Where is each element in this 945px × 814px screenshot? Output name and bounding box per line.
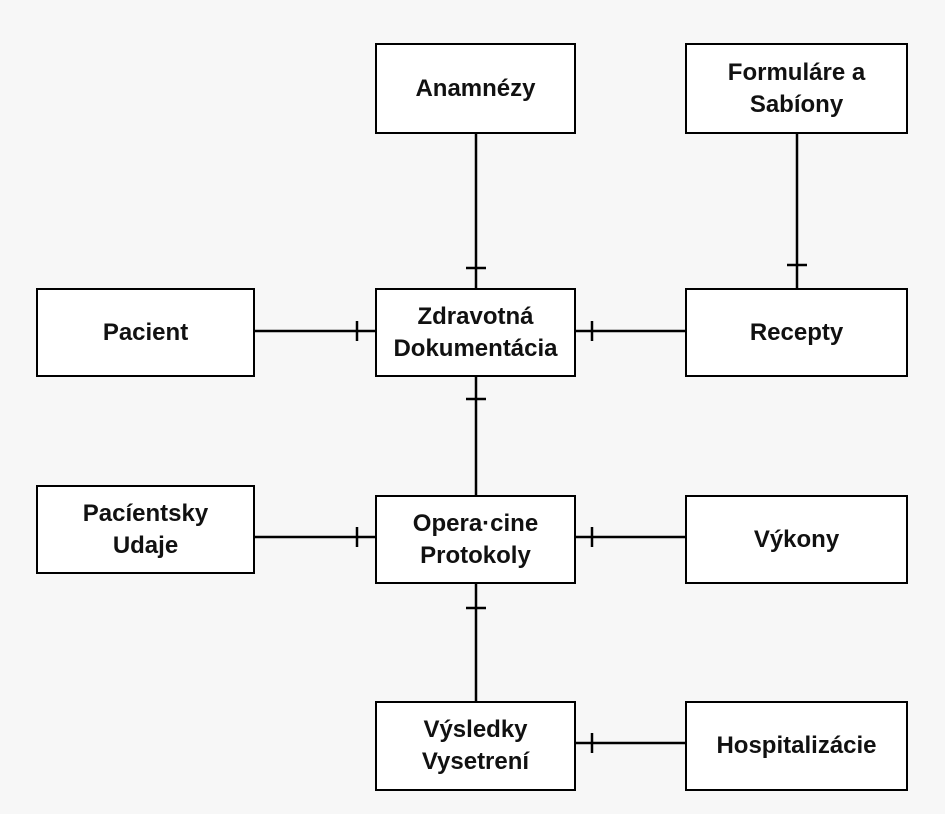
entity-pacient: Pacient bbox=[36, 288, 255, 377]
edge-operacne-zdravotna bbox=[466, 377, 486, 495]
entity-label: Pacient bbox=[102, 318, 189, 346]
edge-hospitalizacie-vysledky bbox=[576, 733, 685, 753]
entity-label-line-2: Udaje bbox=[112, 531, 179, 559]
entity-label-line-2: Dokumentácia bbox=[393, 334, 558, 362]
entity-formulare-a-sabiony: Formuláre a Sabíony bbox=[685, 43, 908, 134]
entity-recepty: Recepty bbox=[685, 288, 908, 377]
entity-vysledky-vysetreni: Výsledky Vysetrení bbox=[375, 701, 576, 791]
entity-label-line-2: Vysetrení bbox=[421, 748, 530, 775]
entity-hospitalizacie: Hospitalizácie bbox=[685, 701, 908, 791]
entity-label-line-1: Zdravotná bbox=[417, 302, 534, 330]
entity-zdravotna-dokumentacia: Zdravotná Dokumentácia bbox=[375, 288, 576, 377]
edge-vysledky-operacne bbox=[466, 584, 486, 701]
entity-label-line-1: Opera·cine bbox=[412, 509, 539, 537]
entity-label: Anamnézy bbox=[415, 74, 536, 102]
entity-vykony: Výkony bbox=[685, 495, 908, 584]
entity-pacientsky-udaje: Pacíentsky Udaje bbox=[36, 485, 255, 574]
entity-label: Hospitalizácie bbox=[716, 732, 877, 760]
entity-anamnezy: Anamnézy bbox=[375, 43, 576, 134]
entity-label: Výkony bbox=[753, 525, 840, 553]
entity-label: Recepty bbox=[749, 318, 844, 346]
entity-label-line-1: Formuláre a bbox=[727, 58, 866, 86]
entity-label-line-2: Protokoly bbox=[420, 541, 531, 569]
edge-formulare-recepty bbox=[787, 134, 807, 288]
edge-pacient-zdravotna bbox=[255, 321, 375, 341]
edge-vykony-operacne bbox=[576, 527, 685, 547]
entity-label-line-1: Pacíentsky bbox=[82, 499, 209, 527]
entity-operacne-protokoly: Opera·cine Protokoly bbox=[375, 495, 576, 584]
entity-label-line-2: Sabíony bbox=[749, 90, 844, 118]
edge-recepty-zdravotna bbox=[576, 321, 685, 341]
edge-anamnezy-zdravotna bbox=[466, 134, 486, 289]
entity-label-line-1: Výsledky bbox=[423, 716, 528, 744]
edge-pacientsky-operacne bbox=[255, 527, 375, 547]
